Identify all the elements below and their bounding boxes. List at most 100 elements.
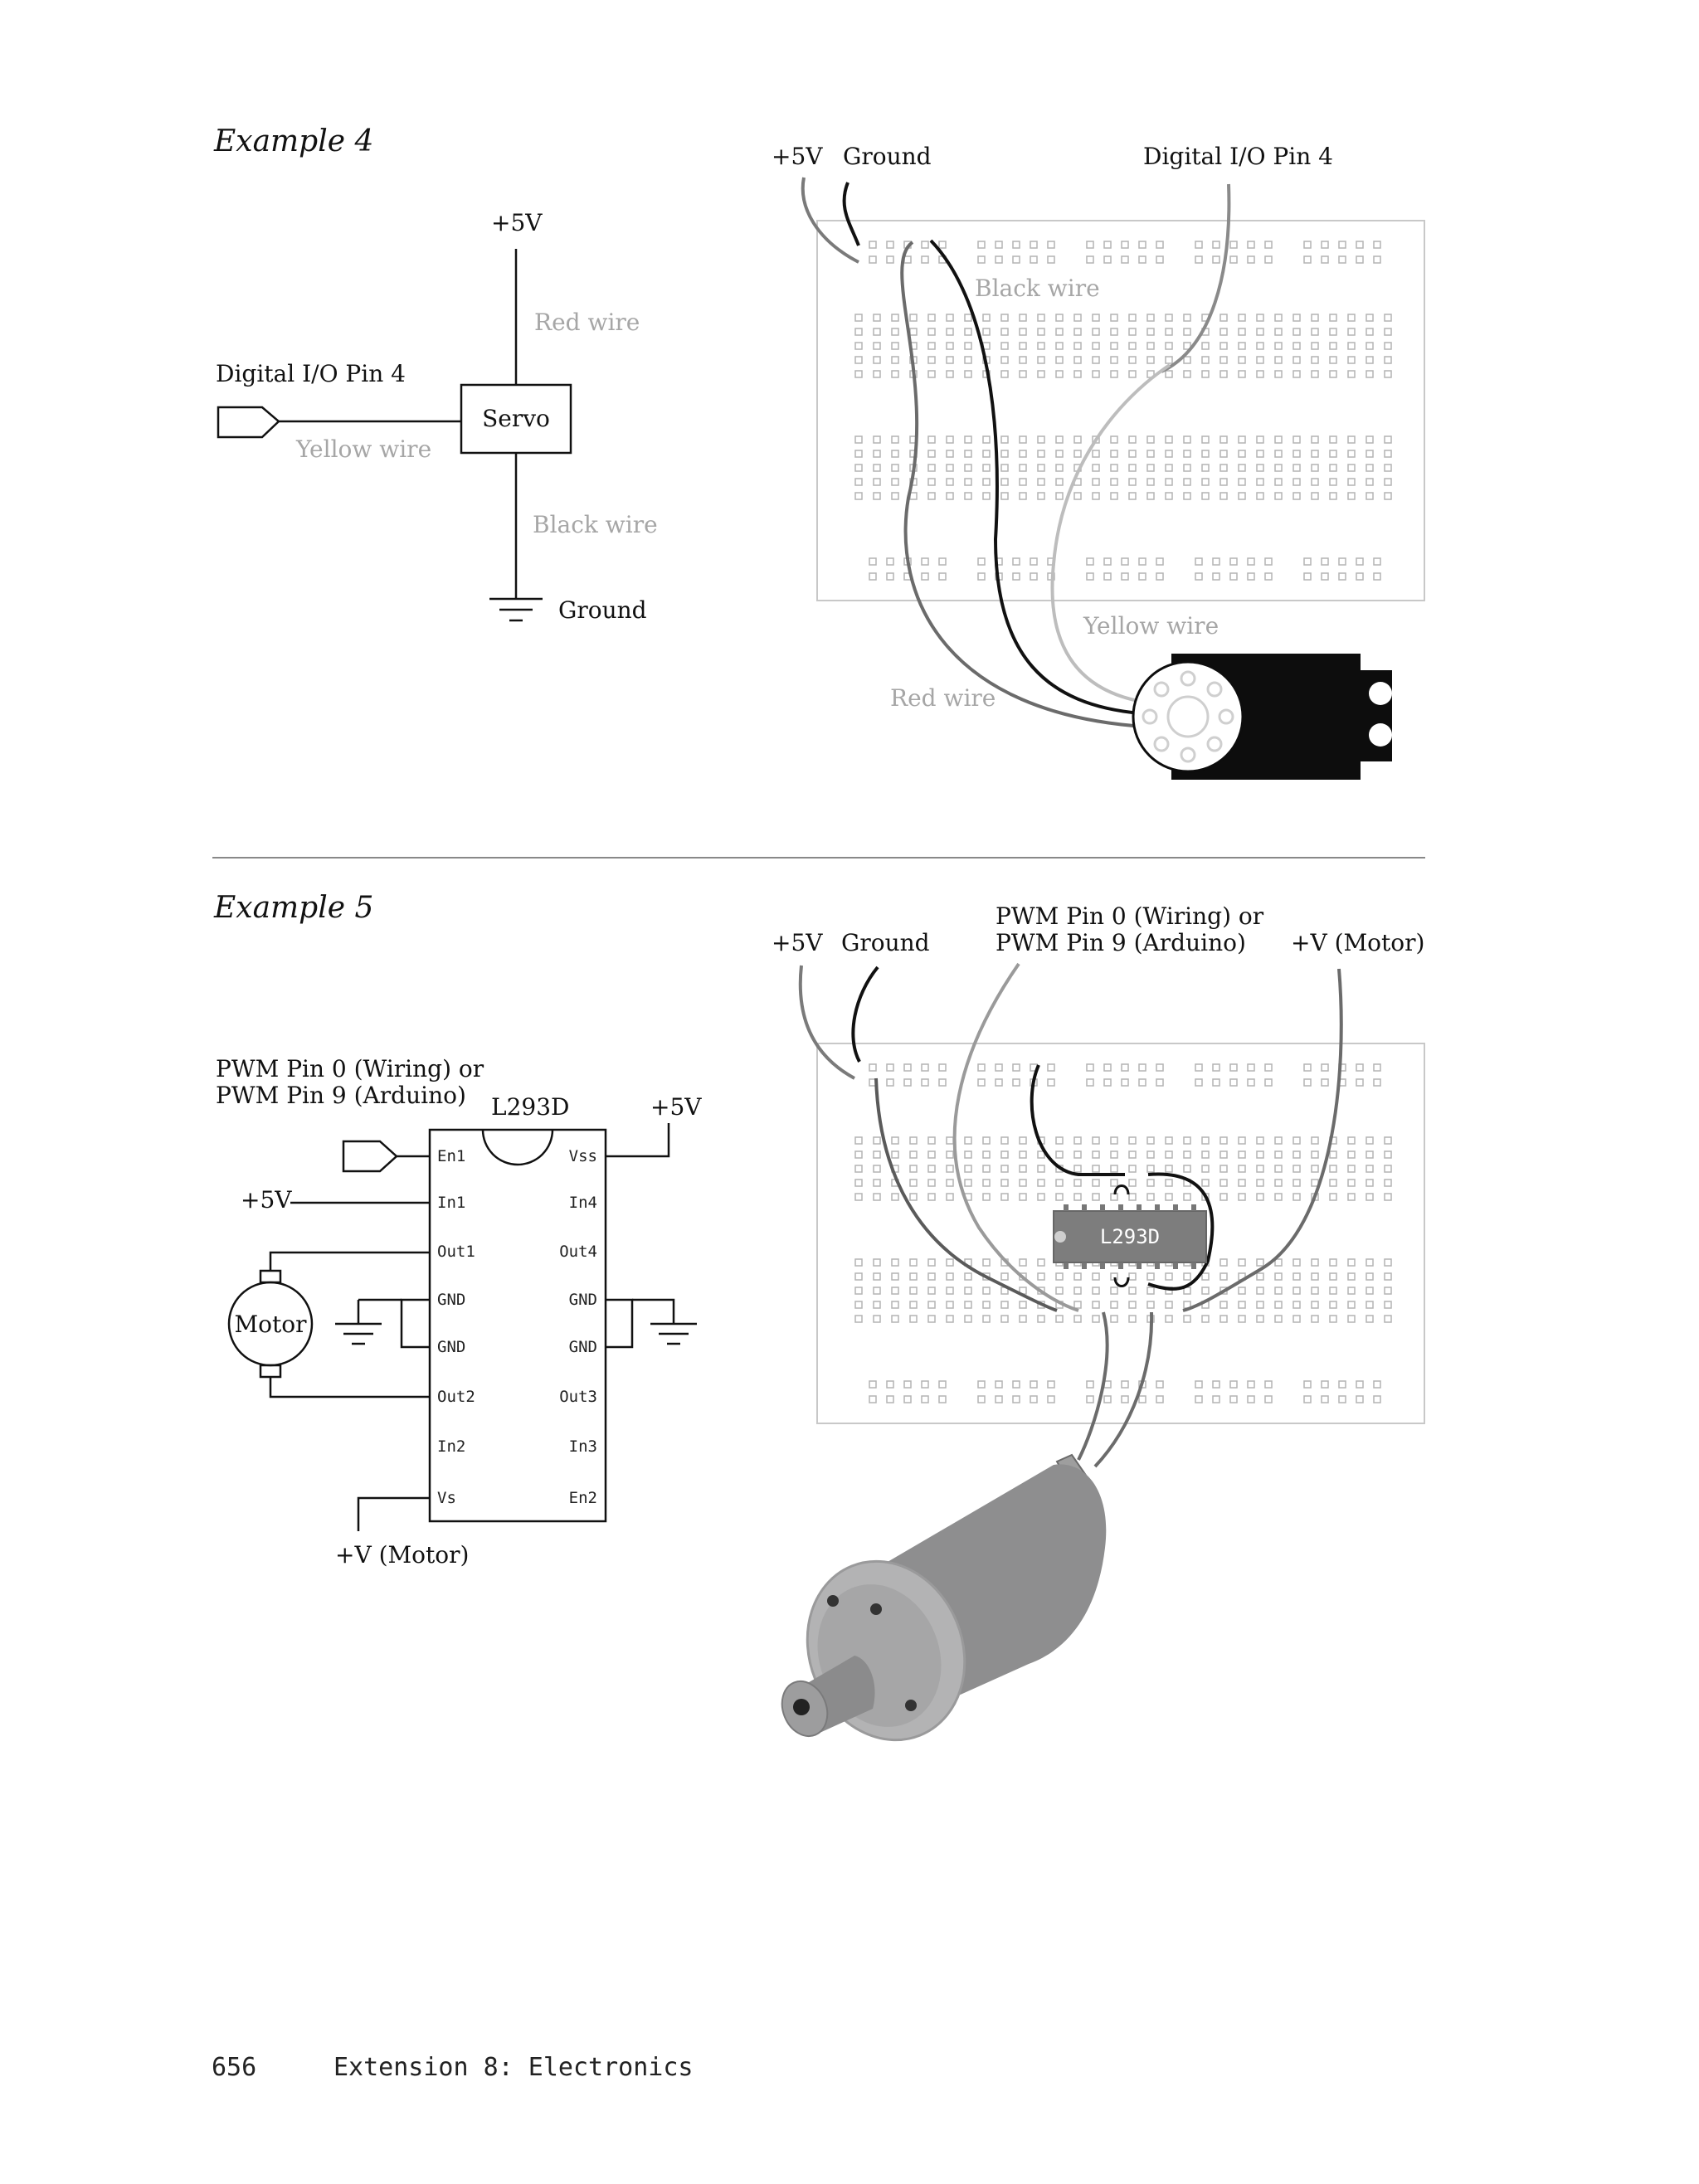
breadboard-hole: [873, 450, 881, 458]
breadboard-rail-hole: [886, 1078, 894, 1087]
breadboard-hole: [1165, 1150, 1173, 1159]
breadboard-hole: [1238, 356, 1246, 364]
breadboard-hole: [1329, 1301, 1337, 1309]
breadboard-hole: [909, 1193, 918, 1201]
breadboard-hole: [1000, 1301, 1009, 1309]
breadboard-hole: [1110, 492, 1118, 500]
breadboard-rail-hole: [1121, 1063, 1129, 1072]
breadboard-rail-hole: [1321, 572, 1329, 581]
ex5-bb-jumper-top: [1113, 1184, 1130, 1195]
breadboard-hole: [1128, 356, 1137, 364]
breadboard-hole: [873, 356, 881, 364]
breadboard-hole: [927, 370, 936, 378]
breadboard-hole: [927, 478, 936, 486]
breadboard-hole: [1146, 450, 1155, 458]
breadboard-rail-hole: [1047, 1395, 1055, 1403]
breadboard-hole: [1347, 1301, 1356, 1309]
breadboard-hole: [1293, 450, 1301, 458]
breadboard-hole: [946, 464, 954, 472]
breadboard-hole: [1037, 492, 1045, 500]
breadboard-hole: [1183, 356, 1191, 364]
breadboard-hole: [854, 1258, 863, 1267]
breadboard-hole: [946, 1315, 954, 1323]
ex5-l293d-chip: [428, 1128, 607, 1523]
breadboard-hole: [1274, 314, 1283, 322]
breadboard-rail-hole: [1047, 255, 1055, 264]
breadboard-rail-hole: [1229, 255, 1238, 264]
breadboard-hole: [873, 1287, 881, 1295]
ex5-motor-lead-a: [1077, 1311, 1109, 1461]
breadboard-hole: [873, 464, 881, 472]
breadboard-rail-hole: [1138, 572, 1146, 581]
ex5-motor-supply-lead: [1182, 968, 1343, 1312]
breadboard-hole: [1384, 314, 1392, 322]
breadboard-hole: [1110, 356, 1118, 364]
breadboard-hole: [1347, 1150, 1356, 1159]
pin-vs: Vs: [437, 1489, 456, 1507]
breadboard-rail-hole: [1103, 1078, 1112, 1087]
breadboard-hole: [1293, 478, 1301, 486]
breadboard-hole: [1037, 1315, 1045, 1323]
example5-schematic: PWM Pin 0 (Wiring) or PWM Pin 9 (Arduino…: [216, 1055, 702, 1569]
breadboard-hole: [927, 1272, 936, 1281]
breadboard-hole: [1128, 450, 1137, 458]
breadboard-hole: [854, 1179, 863, 1187]
breadboard-hole: [1128, 1301, 1137, 1309]
breadboard-hole: [946, 328, 954, 336]
breadboard-rail-hole: [1373, 255, 1381, 264]
breadboard-hole: [1219, 328, 1228, 336]
pin-in4: In4: [569, 1194, 597, 1212]
breadboard-hole: [1000, 356, 1009, 364]
breadboard-hole: [1274, 1193, 1283, 1201]
breadboard-hole: [854, 1193, 863, 1201]
breadboard-rail-hole: [1121, 1380, 1129, 1389]
breadboard-hole: [1000, 1315, 1009, 1323]
breadboard-rail-hole: [886, 255, 894, 264]
breadboard-hole: [854, 1136, 863, 1145]
breadboard-rail-hole: [886, 1063, 894, 1072]
breadboard-hole: [1329, 1150, 1337, 1159]
breadboard-rail-hole: [1103, 255, 1112, 264]
ex5-chip-pin-labels: En1 In1 Out1 GND GND Out2 In2 Vs Vss In4…: [437, 1147, 597, 1507]
ex5-ground-right-icon: [650, 1322, 697, 1345]
breadboard-rail-hole: [1373, 1078, 1381, 1087]
breadboard-hole: [964, 478, 972, 486]
breadboard-hole: [982, 1136, 991, 1145]
breadboard-hole: [1274, 1301, 1283, 1309]
breadboard-rail-hole: [1247, 241, 1255, 249]
pin-out1: Out1: [437, 1243, 475, 1261]
chip-pin: [1173, 1262, 1178, 1269]
pin-vss: Vss: [569, 1147, 597, 1165]
breadboard-hole: [1146, 1301, 1155, 1309]
breadboard-rail-hole: [1156, 557, 1164, 566]
breadboard-hole: [1183, 1193, 1191, 1201]
breadboard-hole: [1019, 314, 1027, 322]
chip-pin: [1191, 1204, 1196, 1211]
breadboard-hole: [1201, 478, 1210, 486]
breadboard-hole: [1256, 1272, 1264, 1281]
breadboard-hole: [946, 1165, 954, 1173]
breadboard-hole: [873, 435, 881, 444]
breadboard-hole: [1055, 1179, 1064, 1187]
breadboard-hole: [1238, 478, 1246, 486]
breadboard-rail-hole: [1247, 1395, 1255, 1403]
breadboard-hole: [1219, 435, 1228, 444]
breadboard-rail-hole: [869, 241, 877, 249]
breadboard-hole: [854, 492, 863, 500]
breadboard-hole: [1366, 435, 1374, 444]
breadboard-hole: [854, 1301, 863, 1309]
breadboard-hole: [1055, 370, 1064, 378]
breadboard-rail-hole: [886, 241, 894, 249]
breadboard-hole: [964, 342, 972, 350]
breadboard-hole: [1293, 1272, 1301, 1281]
breadboard-hole: [891, 1301, 899, 1309]
breadboard-hole: [1238, 328, 1246, 336]
breadboard-hole: [964, 435, 972, 444]
breadboard-hole: [1055, 492, 1064, 500]
breadboard-hole: [1329, 1315, 1337, 1323]
breadboard-hole: [1073, 1150, 1082, 1159]
breadboard-hole: [1219, 1136, 1228, 1145]
breadboard-hole: [1037, 1179, 1045, 1187]
breadboard-rail-hole: [921, 241, 929, 249]
breadboard-hole: [1274, 328, 1283, 336]
